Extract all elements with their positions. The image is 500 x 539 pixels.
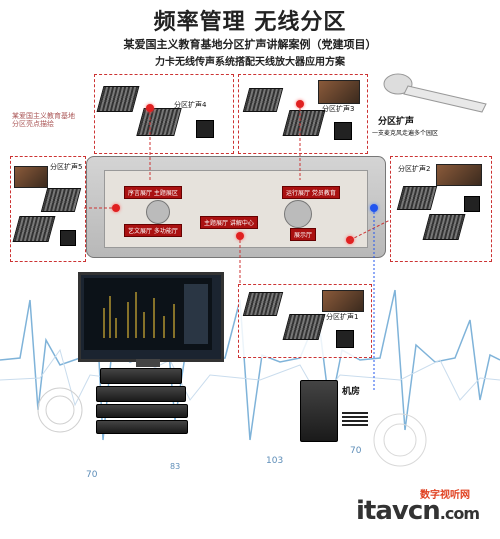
room-label: 主题展厅 讲解中心 (200, 216, 258, 229)
antenna-icon (242, 292, 284, 316)
microphone-icon (383, 73, 487, 113)
spectrum-graph (84, 278, 212, 350)
zone-marker (236, 232, 244, 240)
wave-number: 70 (86, 470, 98, 480)
room-label: 展示厅 (290, 228, 317, 241)
amplifier-unit (96, 420, 188, 434)
display-thumbnail (436, 164, 482, 186)
zone-marker (146, 104, 154, 112)
zone-marker (112, 204, 120, 212)
page-title: 频率管理 无线分区 (153, 10, 347, 35)
machine-room-label: 机房 (342, 387, 361, 397)
wave-number: 83 (170, 462, 181, 471)
site-label: 某爱国主义教育基地 分区亮点描绘 (12, 112, 75, 128)
zone-marker (296, 100, 304, 108)
display-thumbnail (318, 80, 360, 104)
monitor-stand (136, 359, 160, 367)
page-subtitle: 某爱国主义教育基地分区扩声讲解案例（党建项目） (123, 38, 377, 51)
watermark-tld: .com (439, 504, 480, 523)
display-thumbnail (14, 166, 48, 188)
server-cabinet (300, 380, 338, 442)
display-thumbnail (322, 290, 364, 312)
speaker-icon (464, 196, 480, 212)
amplifier-unit (96, 404, 188, 418)
speaker-icon (196, 120, 214, 138)
zone-1-label: 分区扩声1 (326, 313, 359, 321)
cable-lines (342, 412, 368, 426)
room-label: 运行展厅 党员教育 (282, 186, 340, 199)
page-subtitle-2: 力卡无线传声系统搭配天线放大器应用方案 (155, 57, 345, 68)
speaker-icon (336, 330, 354, 348)
zone-4-label: 分区扩声4 (174, 101, 207, 109)
mic-zone-title: 分区扩声 (378, 117, 415, 127)
receiver-unit (96, 386, 186, 402)
zone-2-label: 分区扩声2 (398, 165, 431, 173)
room-label: 序言展厅 主题展区 (124, 186, 182, 199)
speaker-icon (334, 122, 352, 140)
exhibit-circle (284, 200, 312, 228)
exhibit-circle (146, 200, 170, 224)
antenna-icon (282, 314, 326, 340)
receiver-unit (100, 368, 182, 384)
wave-number: 70 (350, 446, 362, 456)
background-waveform (0, 279, 500, 467)
zone-3-label: 分区扩声3 (322, 105, 355, 113)
wave-number: 103 (266, 456, 284, 466)
speaker-icon (60, 230, 76, 246)
mic-zone-desc: 一支麦克风走遍多个园区 (372, 130, 439, 137)
zone-5-label: 分区扩声5 (50, 163, 83, 171)
watermark-brand: 数字视听网 (420, 490, 470, 501)
room-label: 艺文展厅 多功能厅 (124, 224, 182, 237)
watermark-site: itavcn.com (356, 496, 480, 526)
watermark-site-name: itavcn (356, 496, 441, 526)
